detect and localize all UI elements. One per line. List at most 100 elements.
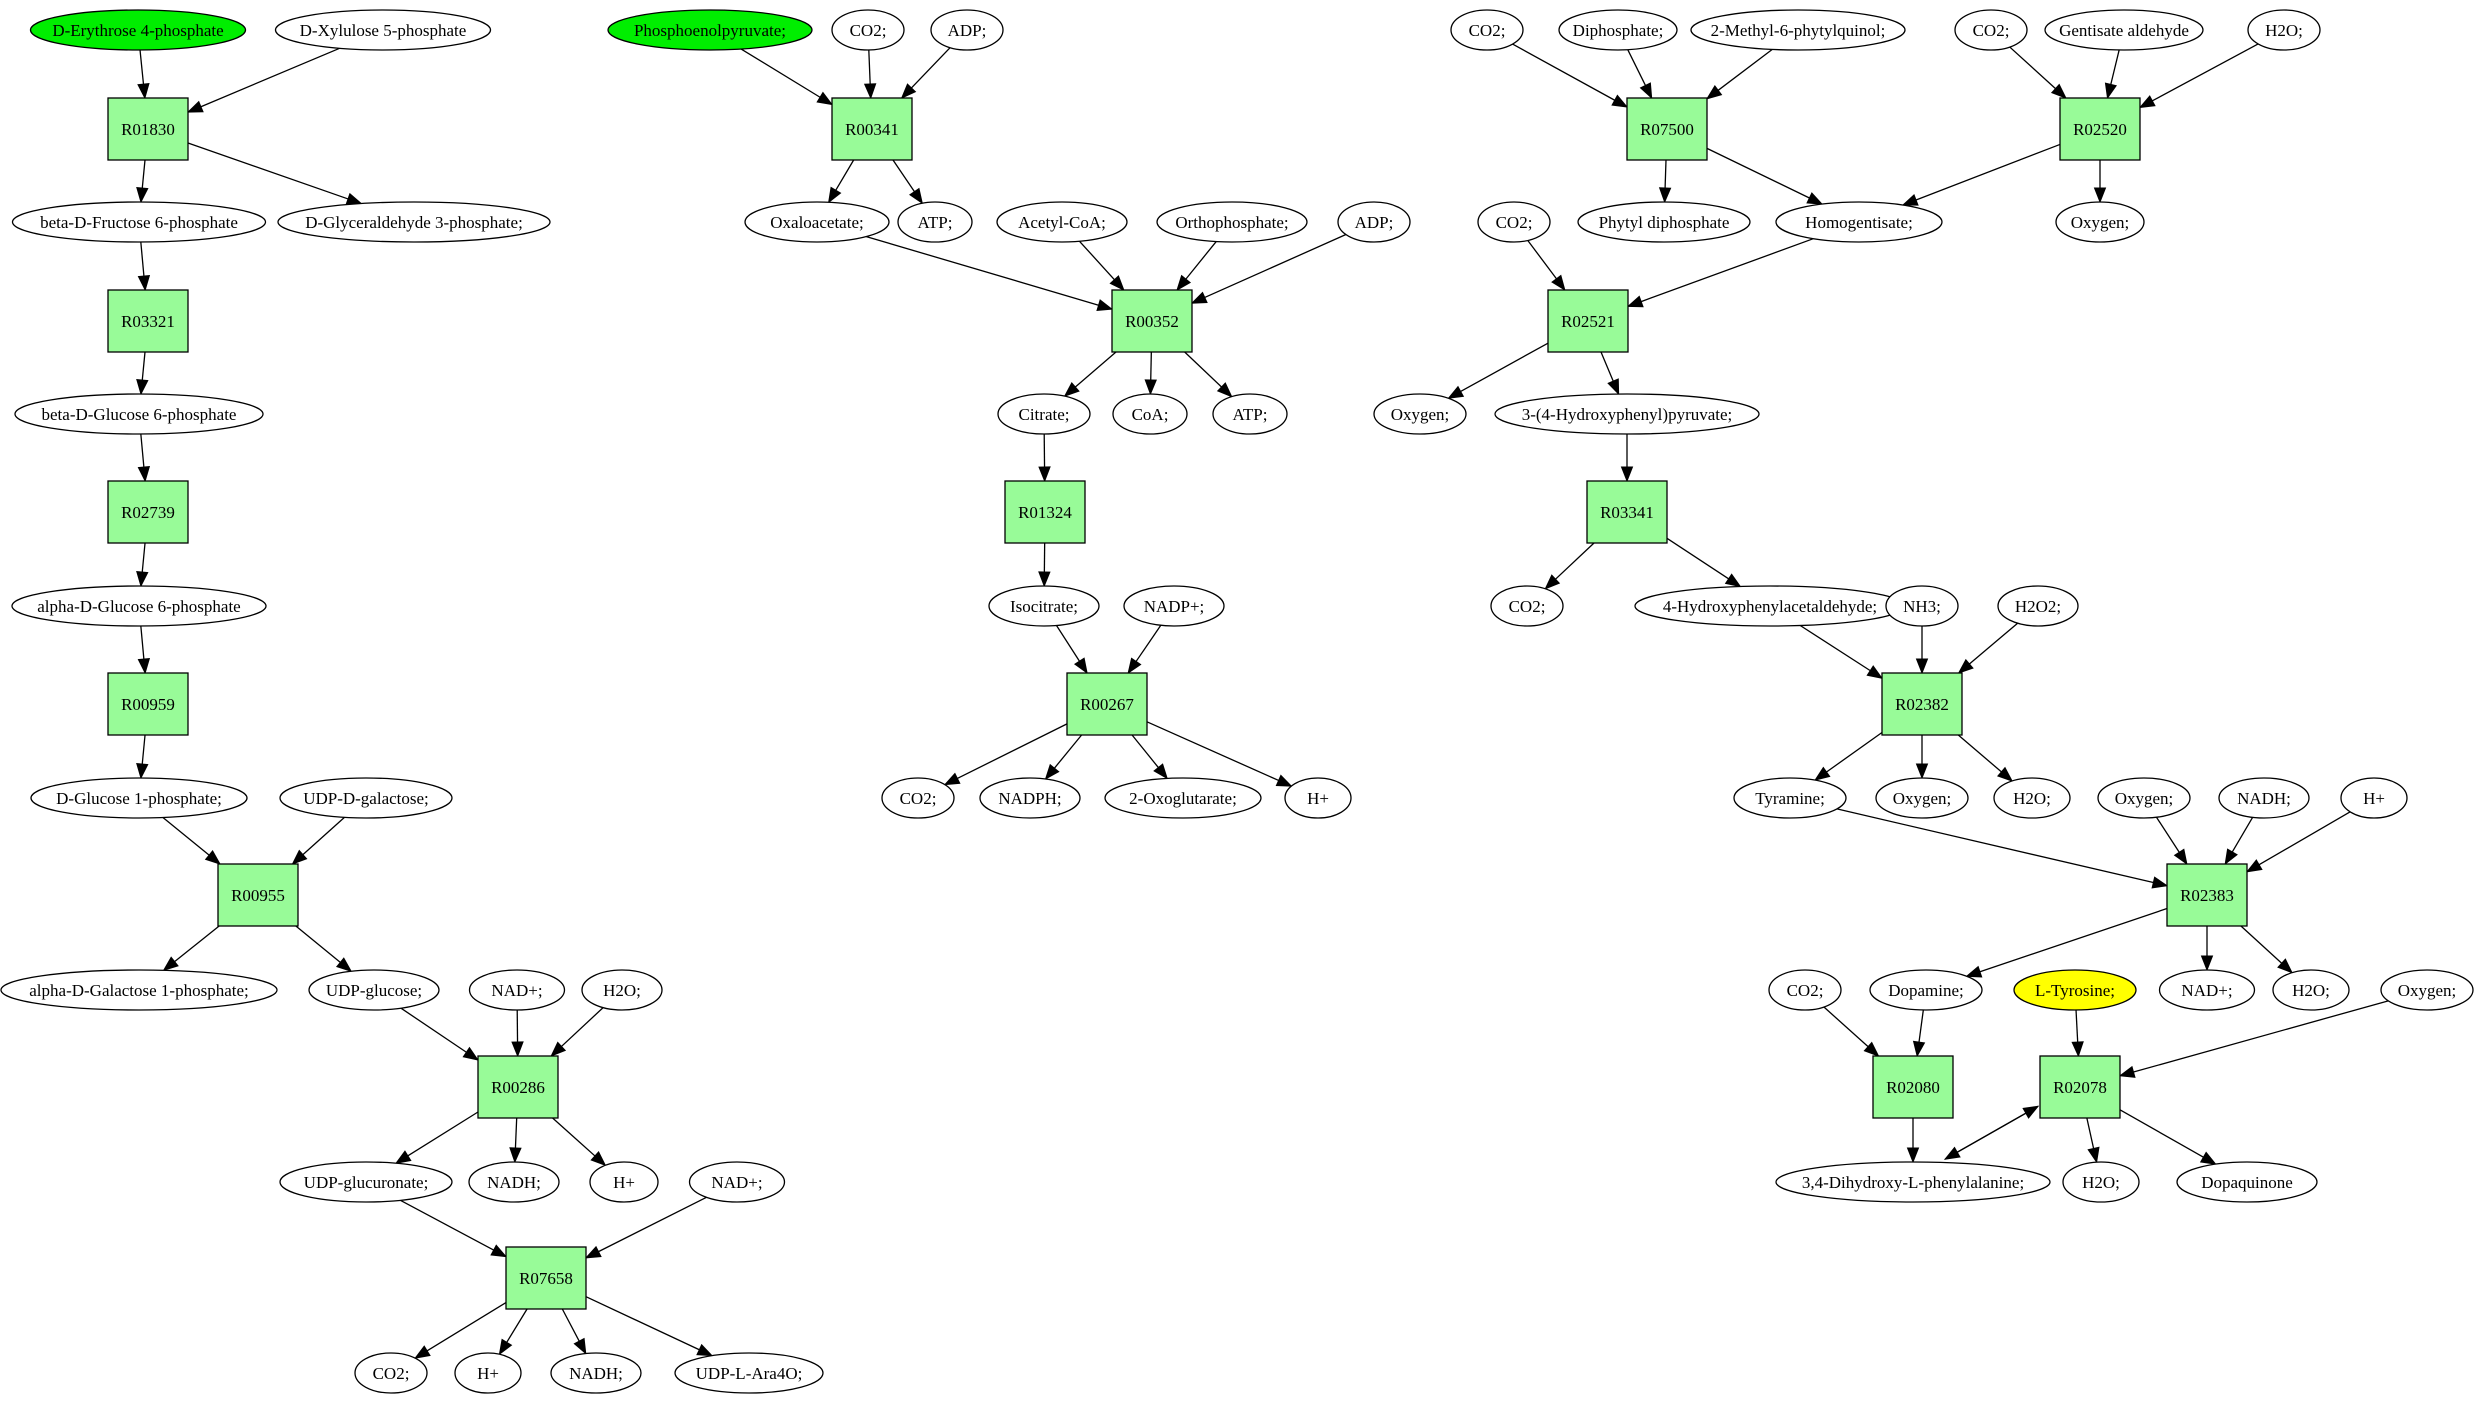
edge-R02521-to-c_hpp (1600, 351, 1620, 396)
compound-node-c_dopa[interactable]: 3,4-Dihydroxy-L-phenylalanine; (1775, 1161, 2051, 1203)
reaction-box (1004, 480, 1086, 544)
compound-node-c_bg6p[interactable]: beta-D-Glucose 6-phosphate (14, 393, 264, 435)
compound-node-c_gald[interactable]: Gentisate aldehyde (2044, 9, 2204, 51)
compound-node-c_nadh_a[interactable]: NADH; (468, 1161, 560, 1203)
compound-node-c_coa[interactable]: CoA; (1112, 393, 1188, 435)
reaction-node-R07658[interactable]: R07658 (505, 1246, 587, 1310)
reaction-node-R03341[interactable]: R03341 (1586, 480, 1668, 544)
compound-node-c_h_g[interactable]: H+ (454, 1352, 522, 1394)
compound-node-c_oaa[interactable]: Oxaloacetate; (744, 201, 890, 243)
compound-node-c_e4p[interactable]: D-Erythrose 4-phosphate (29, 9, 247, 51)
compound-node-c_co2_f[interactable]: CO2; (1477, 201, 1551, 243)
arrowhead (509, 1147, 522, 1164)
compound-node-c_co2_e[interactable]: CO2; (1954, 9, 2028, 51)
compound-node-c_atp_b[interactable]: ATP; (897, 201, 973, 243)
compound-node-c_h2o_l[interactable]: H2O; (2062, 1161, 2140, 1203)
edge-c_ltyr-to-R02078 (2071, 1009, 2084, 1058)
compound-node-c_udpgal[interactable]: UDP-D-galactose; (279, 777, 453, 819)
compound-label: alpha-D-Glucose 6-phosphate (37, 597, 240, 616)
compound-node-c_oxy_k[interactable]: Oxygen; (2380, 969, 2474, 1011)
reaction-node-R02382[interactable]: R02382 (1881, 672, 1963, 736)
compound-node-c_h2o_i[interactable]: H2O; (1993, 777, 2071, 819)
compound-label: Oxygen; (1893, 789, 1952, 808)
arrowhead (1866, 665, 1884, 679)
compound-node-c_h_c[interactable]: H+ (1284, 777, 1352, 819)
compound-node-c_dq[interactable]: Dopaquinone (2176, 1161, 2318, 1203)
compound-node-c_h_j[interactable]: H+ (2340, 777, 2408, 819)
compound-node-c_nadp_a[interactable]: NAD+; (468, 969, 566, 1011)
reaction-node-R02739[interactable]: R02739 (107, 480, 189, 544)
compound-node-c_akg[interactable]: 2-Oxoglutarate; (1104, 777, 1262, 819)
reaction-node-R02383[interactable]: R02383 (2166, 863, 2248, 927)
compound-node-c_co2_b[interactable]: CO2; (831, 9, 905, 51)
compound-node-c_co2_h[interactable]: CO2; (1490, 585, 1564, 627)
reaction-node-R00286[interactable]: R00286 (477, 1055, 559, 1119)
reaction-node-R00959[interactable]: R00959 (107, 672, 189, 736)
reaction-node-R02520[interactable]: R02520 (2059, 97, 2141, 161)
compound-node-c_oxy_j[interactable]: Oxygen; (2097, 777, 2191, 819)
compound-node-c_nh3[interactable]: NH3; (1885, 585, 1959, 627)
compound-node-c_hga[interactable]: Homogentisate; (1775, 201, 1943, 243)
compound-node-c_co2_k[interactable]: CO2; (1768, 969, 1842, 1011)
reaction-node-R02078[interactable]: R02078 (2039, 1055, 2121, 1119)
compound-node-c_udpglcur[interactable]: UDP-glucuronate; (279, 1161, 453, 1203)
compound-node-c_nadph[interactable]: NADPH; (979, 777, 1081, 819)
compound-node-c_nadp_k[interactable]: NAD+; (2158, 969, 2256, 1011)
compound-node-c_nadpp[interactable]: NADP+; (1123, 585, 1225, 627)
edge-line (585, 1296, 700, 1351)
compound-node-c_ltyr[interactable]: L-Tyrosine; (2013, 969, 2137, 1011)
compound-node-c_cit[interactable]: Citrate; (997, 393, 1091, 435)
compound-node-c_h2o_k[interactable]: H2O; (2272, 969, 2350, 1011)
compound-node-c_nadh_g[interactable]: NADH; (550, 1352, 642, 1394)
compound-node-c_co2_c[interactable]: CO2; (881, 777, 955, 819)
reaction-node-R01830[interactable]: R01830 (107, 97, 189, 161)
compound-node-c_oxy_i[interactable]: Oxygen; (1875, 777, 1969, 819)
compound-node-c_hpp[interactable]: 3-(4-Hydroxyphenyl)pyruvate; (1494, 393, 1760, 435)
compound-node-c_h_a[interactable]: H+ (589, 1161, 659, 1203)
reaction-node-R00341[interactable]: R00341 (831, 97, 913, 161)
compound-node-c_g3p[interactable]: D-Glyceraldehyde 3-phosphate; (277, 201, 551, 243)
edge-R03341-to-c_co2_h (1544, 542, 1595, 590)
compound-node-c_g1p[interactable]: D-Glucose 1-phosphate; (30, 777, 248, 819)
compound-node-c_dop[interactable]: Dopamine; (1869, 969, 1983, 1011)
compound-node-c_pep[interactable]: Phosphoenolpyruvate; (607, 9, 813, 51)
compound-node-c_udpglc[interactable]: UDP-glucose; (308, 969, 440, 1011)
reaction-node-R03321[interactable]: R03321 (107, 289, 189, 353)
reaction-node-R00352[interactable]: R00352 (1111, 289, 1193, 353)
compound-node-c_agal1p[interactable]: alpha-D-Galactose 1-phosphate; (0, 969, 278, 1011)
compound-node-c_h2o_a[interactable]: H2O; (581, 969, 663, 1011)
compound-node-c_h2o_e[interactable]: H2O; (2247, 9, 2321, 51)
compound-node-c_ppi[interactable]: Diphosphate; (1558, 9, 1678, 51)
compound-node-c_co2_d[interactable]: CO2; (1450, 9, 1524, 51)
reaction-node-R02080[interactable]: R02080 (1872, 1055, 1954, 1119)
reaction-box (505, 1246, 587, 1310)
compound-label: beta-D-Fructose 6-phosphate (40, 213, 238, 232)
compound-node-c_x5p[interactable]: D-Xylulose 5-phosphate (274, 9, 492, 51)
compound-node-c_icit[interactable]: Isocitrate; (988, 585, 1100, 627)
compound-node-c_acoa[interactable]: Acetyl-CoA; (996, 201, 1128, 243)
compound-node-c_adp_c[interactable]: ADP; (1337, 201, 1411, 243)
reaction-node-R00267[interactable]: R00267 (1066, 672, 1148, 736)
compound-node-c_ag6p[interactable]: alpha-D-Glucose 6-phosphate (11, 585, 267, 627)
compound-node-c_atp_c[interactable]: ATP; (1212, 393, 1288, 435)
compound-node-c_tyr[interactable]: Tyramine; (1733, 777, 1847, 819)
compound-node-c_udpara[interactable]: UDP-L-Ara4O; (674, 1352, 824, 1394)
compound-node-c_mpq[interactable]: 2-Methyl-6-phytylquinol; (1690, 9, 1906, 51)
arrowhead (1611, 94, 1629, 108)
compound-node-c_oxy_f[interactable]: Oxygen; (1373, 393, 1467, 435)
reaction-node-R02521[interactable]: R02521 (1547, 289, 1629, 353)
compound-node-c_adp_b[interactable]: ADP; (930, 9, 1004, 51)
compound-node-c_bf6p[interactable]: beta-D-Fructose 6-phosphate (11, 201, 267, 243)
compound-node-c_h2o2[interactable]: H2O2; (1997, 585, 2079, 627)
reaction-node-R01324[interactable]: R01324 (1004, 480, 1086, 544)
compound-node-c_oxy_e[interactable]: Oxygen; (2055, 201, 2145, 243)
reaction-node-R00955[interactable]: R00955 (217, 863, 299, 927)
compound-node-c_phpp[interactable]: Phytyl diphosphate (1577, 201, 1751, 243)
compound-node-c_hpa[interactable]: 4-Hydroxyphenylacetaldehyde; (1634, 585, 1906, 627)
compound-node-c_pi[interactable]: Orthophosphate; (1156, 201, 1308, 243)
compound-node-c_nadp_b[interactable]: NAD+; (688, 1161, 786, 1203)
compound-ellipse (279, 1161, 453, 1203)
compound-node-c_co2_g[interactable]: CO2; (354, 1352, 428, 1394)
reaction-node-R07500[interactable]: R07500 (1626, 97, 1708, 161)
compound-node-c_nadh_j[interactable]: NADH; (2218, 777, 2310, 819)
